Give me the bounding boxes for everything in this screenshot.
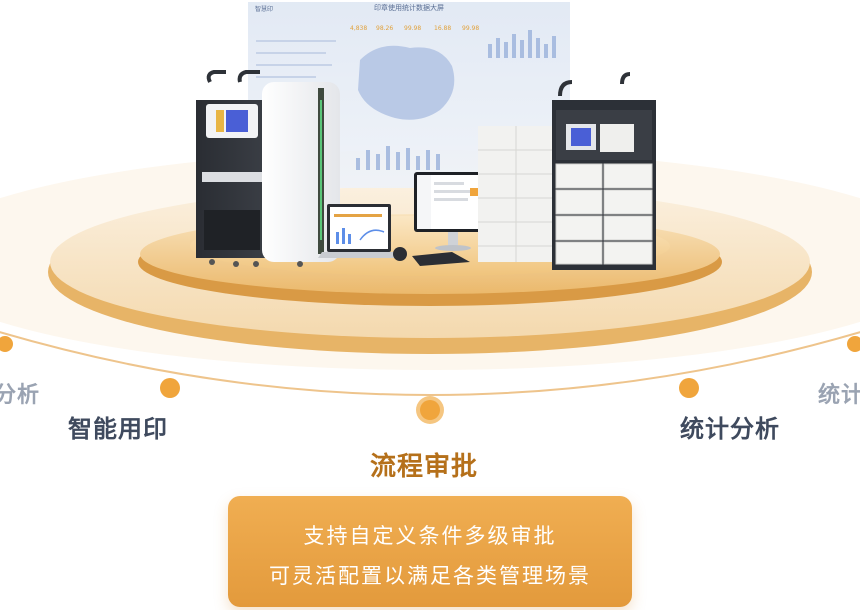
orbit-dot-left[interactable] xyxy=(160,378,180,398)
smart-locker-cabinet xyxy=(478,72,656,270)
dashboard-bar-chart xyxy=(488,30,556,58)
dashboard-stat-1: 4,838 xyxy=(350,25,367,32)
orbit-dot-edge-right[interactable] xyxy=(847,336,860,352)
dashboard-stat-2: 98.26 xyxy=(376,25,393,32)
description-line-2: 可灵活配置以满足各类管理场景 xyxy=(269,564,591,588)
orbit-dot-center[interactable] xyxy=(420,400,440,420)
dashboard-map xyxy=(358,45,455,120)
orbit-dot-edge-left[interactable] xyxy=(0,336,13,352)
dashboard-bottom-chart xyxy=(356,146,440,170)
description-line-1: 支持自定义条件多级审批 xyxy=(303,524,557,548)
seal-machine xyxy=(196,70,340,267)
dashboard-title: 印章使用统计数据大屏 xyxy=(374,3,444,12)
orbit-dot-right[interactable] xyxy=(679,378,699,398)
dashboard-stat-3: 99.98 xyxy=(404,25,421,32)
feature-label-statistics[interactable]: 统计分析 xyxy=(680,415,780,443)
feature-orbit-arc xyxy=(0,331,860,396)
dashboard-stat-4: 16.88 xyxy=(434,25,451,32)
feature-label-edge-left[interactable]: 分析 xyxy=(0,383,41,408)
feature-label-smart-seal[interactable]: 智能用印 xyxy=(68,415,168,443)
feature-label-edge-right[interactable]: 统计 xyxy=(818,383,860,408)
dashboard-logo: 智慧印 xyxy=(255,5,273,13)
laptop xyxy=(318,204,400,258)
dashboard-stat-5: 99.98 xyxy=(462,25,479,32)
feature-label-approval[interactable]: 流程审批 xyxy=(370,452,479,482)
feature-description-card: 支持自定义条件多级审批 可灵活配置以满足各类管理场景 xyxy=(228,496,632,607)
